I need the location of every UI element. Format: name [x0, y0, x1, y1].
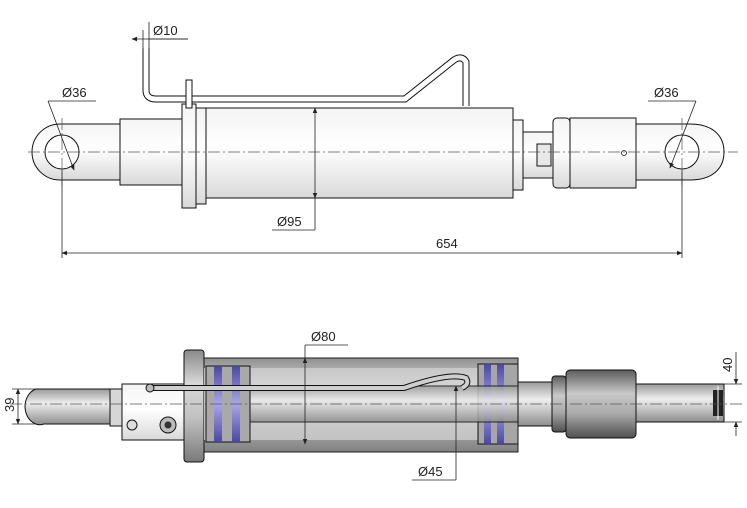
right-eye-diameter-dimension: Ø36 [654, 85, 679, 100]
overall-length-dimension: 654 [436, 236, 458, 251]
bore-diameter-dimension: Ø80 [311, 329, 336, 344]
rod-end-grease-point [621, 150, 627, 156]
right-eye-dim-leader [669, 100, 697, 169]
section-rear-flange [183, 349, 205, 463]
left-eye-diameter-dimension: Ø36 [62, 85, 87, 100]
tube-diameter-dimension: Ø95 [277, 214, 302, 229]
pipe-clamp [185, 79, 193, 109]
rear-flange-step [195, 107, 207, 205]
cylinder-barrel [205, 107, 514, 199]
rear-block-port-core [164, 421, 172, 429]
rear-flange [181, 103, 197, 209]
section-rod-end [635, 383, 725, 423]
lug-height-dimension: 39 [2, 398, 17, 412]
section-view: Ø80 Ø45 39 40 [2, 329, 742, 481]
internal-pipe-inner [150, 374, 470, 390]
rear-block-bolt [126, 419, 138, 431]
rear-lug [24, 388, 111, 426]
pipe-diameter-dimension: Ø10 [153, 23, 178, 38]
lock-nut [552, 117, 571, 189]
front-gland [512, 119, 524, 191]
top-view: Ø10 Ø36 Ø36 Ø95 654 [28, 22, 738, 258]
rear-block [121, 383, 187, 441]
rod-diameter-dimension: Ø45 [418, 464, 443, 479]
rod-end-height-dimension: 40 [720, 358, 735, 372]
gland-hex [536, 143, 552, 167]
left-eye-dim-leader [47, 100, 75, 171]
pipe-fitting [145, 383, 155, 393]
hydraulic-pipe-inner [143, 48, 469, 106]
